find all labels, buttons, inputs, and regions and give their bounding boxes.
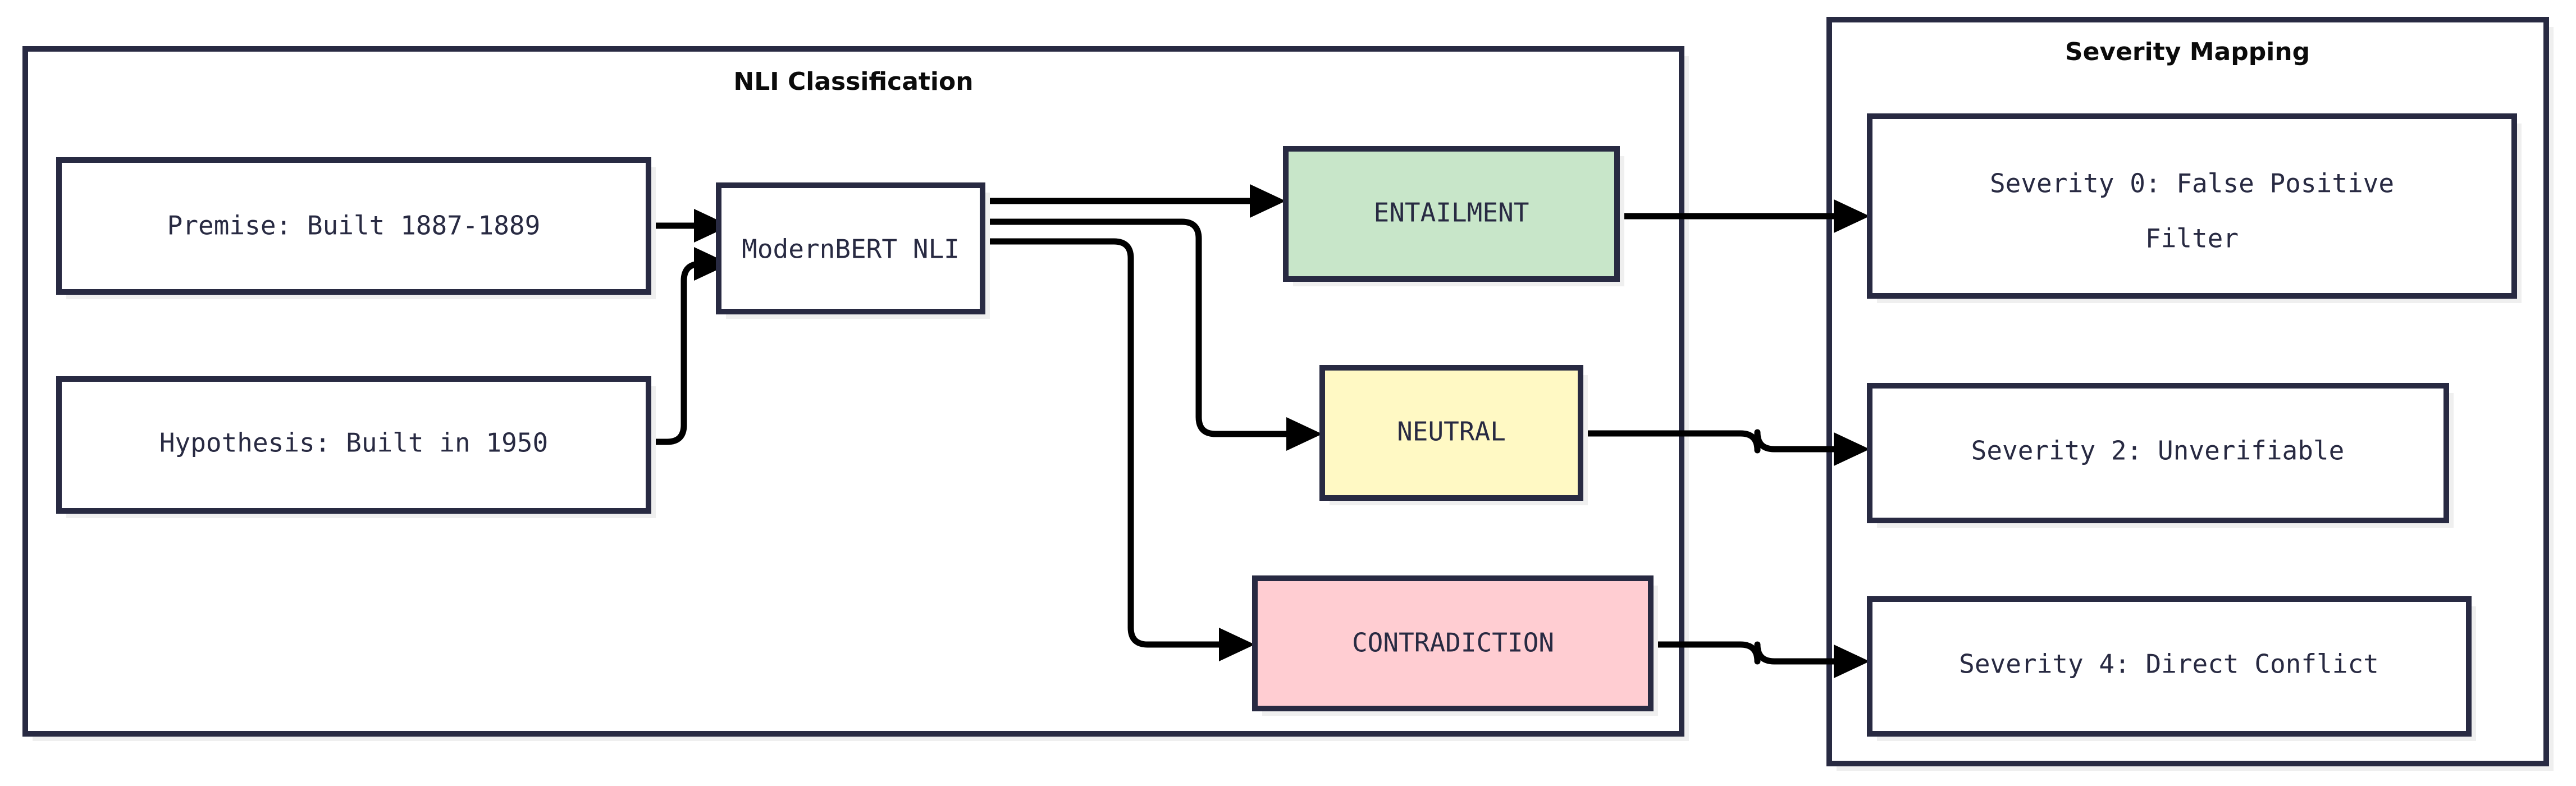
- node-modernbert-box[interactable]: [716, 182, 985, 314]
- node-modernbert-label: ModernBERT NLI: [742, 234, 960, 264]
- node-severity-4-box[interactable]: [1867, 596, 2472, 737]
- edge-premise-to-model: [648, 209, 730, 243]
- node-modernbert-nli[interactable]: ModernBERT NLI: [716, 182, 990, 319]
- node-neutral-label: NEUTRAL: [1397, 417, 1506, 447]
- edge-model-to-neutral: [983, 218, 1322, 451]
- node-hypothesis-box[interactable]: [56, 376, 651, 514]
- node-entailment-box[interactable]: [1283, 146, 1620, 282]
- node-severity-4[interactable]: Severity 4: Direct Conflict: [1867, 596, 2476, 741]
- node-premise[interactable]: Premise: Built 1887-1889: [56, 157, 656, 299]
- node-contradiction[interactable]: CONTRADICTION: [1252, 575, 1658, 716]
- edge-contradiction-to-severity4-arrowhead: [1834, 645, 1870, 678]
- edge-entailment-to-severity0-arrowhead: [1834, 199, 1870, 233]
- node-neutral[interactable]: NEUTRAL: [1319, 365, 1588, 505]
- edge-contradiction-to-severity4-path: [1651, 641, 1837, 665]
- node-contradiction-label: CONTRADICTION: [1352, 628, 1554, 658]
- edge-neutral-to-severity2: [1581, 429, 1870, 466]
- node-entailment-label: ENTAILMENT: [1374, 198, 1529, 228]
- node-severity-2[interactable]: Severity 2: Unverifiable: [1867, 383, 2454, 528]
- edge-model-to-contradiction-path: [983, 238, 1222, 648]
- node-severity-4-label: Severity 4: Direct Conflict: [1959, 649, 2379, 679]
- node-severity-0[interactable]: Severity 0: False Positive Filter: [1867, 113, 2522, 303]
- edge-contradiction-to-severity4: [1651, 641, 1870, 678]
- edge-hypothesis-to-model-arrowhead: [694, 247, 730, 281]
- edge-model-to-neutral-path: [983, 218, 1289, 437]
- node-hypothesis[interactable]: Hypothesis: Built in 1950: [56, 376, 656, 518]
- edge-premise-to-model-arrowhead: [694, 209, 730, 243]
- edge-model-to-neutral-arrowhead: [1286, 417, 1322, 451]
- edge-model-to-contradiction: [983, 238, 1255, 661]
- edge-entailment-to-severity0: [1617, 199, 1870, 233]
- edge-model-to-entailment: [983, 184, 1286, 218]
- node-premise-label: Premise: Built 1887-1889: [167, 211, 541, 241]
- node-hypothesis-label: Hypothesis: Built in 1950: [159, 428, 548, 458]
- node-premise-box[interactable]: [56, 157, 651, 295]
- node-severity-2-label: Severity 2: Unverifiable: [1971, 436, 2345, 466]
- node-contradiction-box[interactable]: [1252, 575, 1654, 711]
- node-entailment[interactable]: ENTAILMENT: [1283, 146, 1624, 286]
- cluster-severity-title: Severity Mapping: [2065, 38, 2310, 66]
- node-severity-0-label-line2: Filter: [2145, 223, 2239, 254]
- cluster-nli-title: NLI Classification: [733, 67, 973, 96]
- edge-hypothesis-to-model-path: [648, 261, 704, 445]
- node-severity-2-box[interactable]: [1867, 383, 2449, 523]
- edge-model-to-entailment-arrowhead: [1250, 184, 1286, 218]
- node-neutral-box[interactable]: [1319, 365, 1583, 501]
- node-severity-0-label-line1: Severity 0: False Positive: [1990, 168, 2394, 199]
- node-severity-0-box[interactable]: [1867, 113, 2517, 299]
- edge-hypothesis-to-model: [648, 247, 730, 445]
- edge-neutral-to-severity2-path: [1581, 429, 1837, 454]
- edge-layer: [648, 184, 1870, 678]
- edge-model-to-contradiction-arrowhead: [1219, 628, 1255, 661]
- edge-neutral-to-severity2-arrowhead: [1834, 432, 1870, 466]
